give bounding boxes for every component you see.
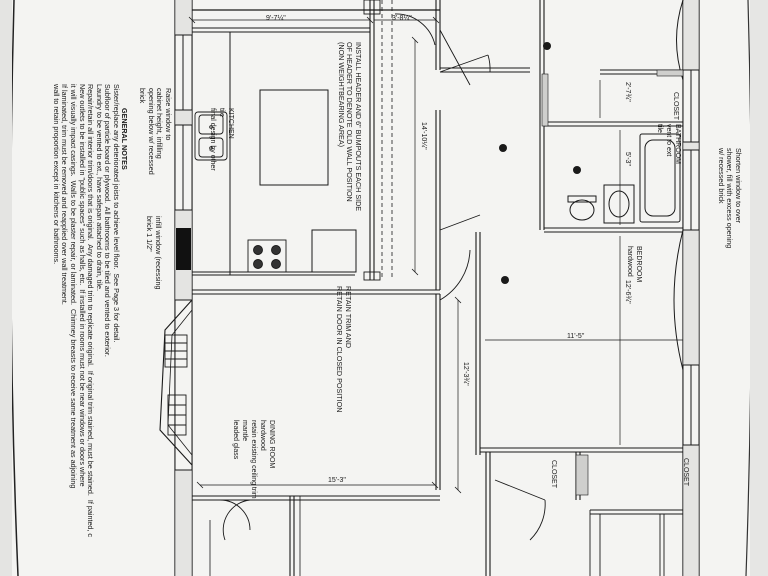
bathroom-title: BATHROOM — [674, 124, 681, 164]
windows-left — [174, 34, 193, 471]
bath-walls — [539, 0, 683, 233]
retain-note: RETAIN TRIM AND RETAIN DOOR IN CLOSED PO… — [335, 286, 353, 413]
kitchen-sink — [194, 111, 228, 161]
fireplace-mantle — [164, 334, 188, 436]
dining-label: DINING ROOM hardwood retain existing cei… — [231, 420, 276, 499]
bedroom-floor: hardwood — [626, 246, 633, 277]
dim-bedroom-depth: 12'-6¾" — [624, 280, 631, 304]
bathroom-vent: vent to ext — [665, 124, 672, 157]
ceiling-lights — [499, 42, 581, 284]
closet-mid-label: CLOSET — [550, 460, 557, 489]
door-swings — [219, 13, 546, 541]
dining-mantle: mantle — [241, 420, 248, 442]
kitchen-title: KITCHEN — [227, 108, 234, 139]
dim-kitchen-width: 9'-7¼" — [266, 15, 286, 22]
window-right-note: Shorten window to over shower, fill with… — [716, 148, 743, 249]
dining-walls — [192, 289, 491, 576]
infill-note: infill window (recessing brick 1 1/2" — [145, 216, 163, 290]
windows-right — [682, 69, 700, 446]
bedroom-label: BEDROOM hardwood — [625, 246, 643, 282]
kitchen-label: KITCHEN tile final design by other — [208, 108, 235, 171]
raise-window-note: Raise window to cabinet height, infillin… — [138, 88, 173, 175]
dim-hall-width: 3'-8¼" — [392, 15, 412, 22]
bathtub — [639, 133, 681, 223]
dining-title: DINING ROOM — [268, 420, 275, 469]
infill-window — [176, 228, 191, 270]
kitchen-design-note: final design by other — [209, 108, 216, 171]
general-notes: Sister/replace any deteriorated joists t… — [51, 84, 121, 538]
dim-dining-width: 15'-3" — [328, 477, 346, 484]
dim-hall-length: 14'-10¼" — [420, 122, 427, 150]
dim-closet-width: 2'-7¾" — [624, 82, 631, 102]
bathroom-label: BATHROOM vent to ext tile — [655, 124, 682, 164]
header-note: INSTALL HEADER AND 6" BUMPOUTS EACH SIDE… — [336, 42, 363, 212]
dim-dining-depth: 12'-3¾" — [462, 362, 469, 386]
dining-floor: hardwood — [259, 420, 266, 451]
bedroom-title: BEDROOM — [635, 246, 642, 283]
dimension-lines — [192, 19, 683, 490]
dim-bedroom-width: 11'-5" — [567, 333, 585, 340]
bathroom-tile: tile — [656, 124, 663, 133]
kitchen-island — [259, 89, 329, 186]
vanity — [603, 184, 635, 224]
kitchen-stove — [247, 239, 287, 273]
closet-right-label: CLOSET — [682, 458, 689, 487]
toilet — [567, 195, 597, 221]
dining-trim: retain existing ceiling trim — [250, 420, 257, 499]
closet-top-label: CLOSET — [672, 92, 679, 121]
dimension-ticks — [188, 16, 462, 494]
dining-bay — [159, 299, 193, 466]
stairs — [589, 509, 683, 576]
kitchen-floor: tile — [218, 108, 225, 117]
hallway-walls — [369, 0, 530, 290]
kitchen-fridge — [311, 229, 357, 273]
dim-bath-width: 5'-3" — [624, 152, 631, 166]
dining-glass: leaded glass — [232, 420, 239, 460]
